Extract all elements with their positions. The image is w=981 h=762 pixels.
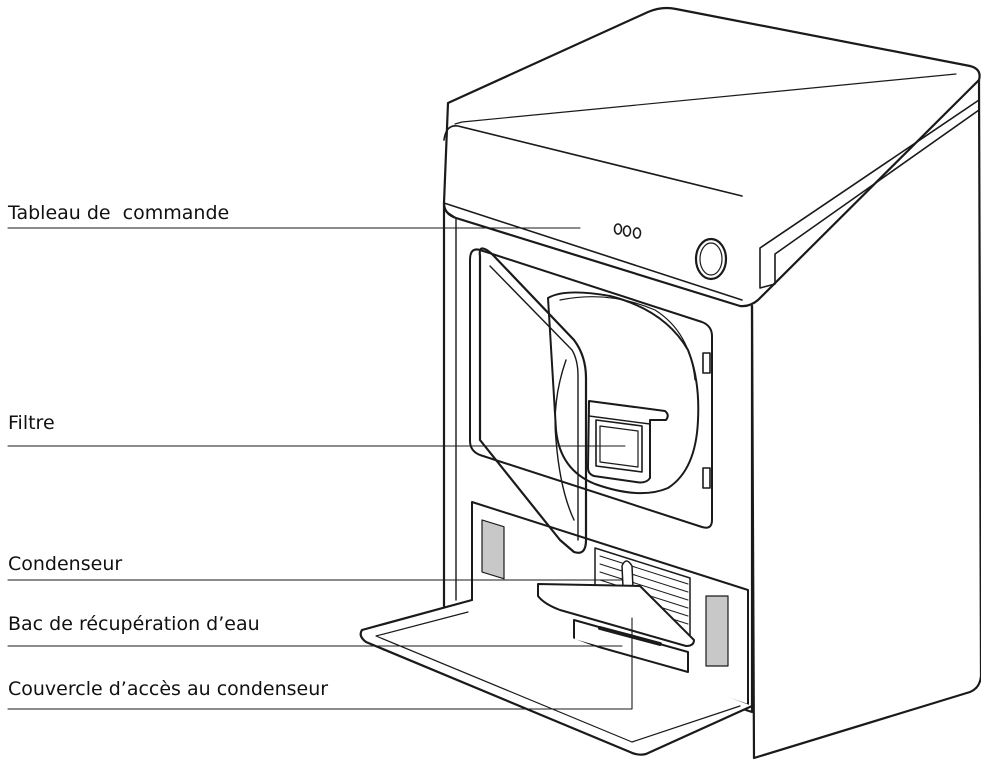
program-dial (694, 237, 728, 281)
access-cover-flap (359, 598, 754, 756)
dryer-top (442, 6, 981, 308)
lint-filter (587, 400, 669, 484)
leader-lines (7, 227, 633, 710)
door-seal (554, 359, 575, 521)
door-frame (469, 248, 713, 529)
door-hinge-top (702, 352, 711, 374)
control-buttons (613, 223, 642, 239)
drum-opening (547, 291, 700, 495)
label-filter: Filtre (8, 412, 55, 434)
front-corner (443, 209, 457, 601)
side-recess (759, 99, 980, 289)
top-inner-edge (454, 73, 957, 125)
open-door (478, 247, 588, 554)
top-front-lip (443, 124, 743, 197)
label-condenser-cover: Couvercle d’accès au condenseur (8, 678, 329, 700)
leader-condenser-cover (7, 617, 633, 710)
label-control-panel: Tableau de commande (8, 202, 230, 224)
label-condenser: Condenseur (8, 553, 123, 575)
door-inner (489, 265, 579, 541)
vent-right (705, 595, 729, 667)
dryer-side (750, 78, 981, 760)
door-hinge-bottom (702, 467, 711, 489)
label-water-tray: Bac de récupération d’eau (8, 613, 260, 635)
top-front-lip-2 (443, 202, 743, 301)
condenser-cover-plate (537, 583, 695, 647)
vent-left (481, 519, 505, 580)
